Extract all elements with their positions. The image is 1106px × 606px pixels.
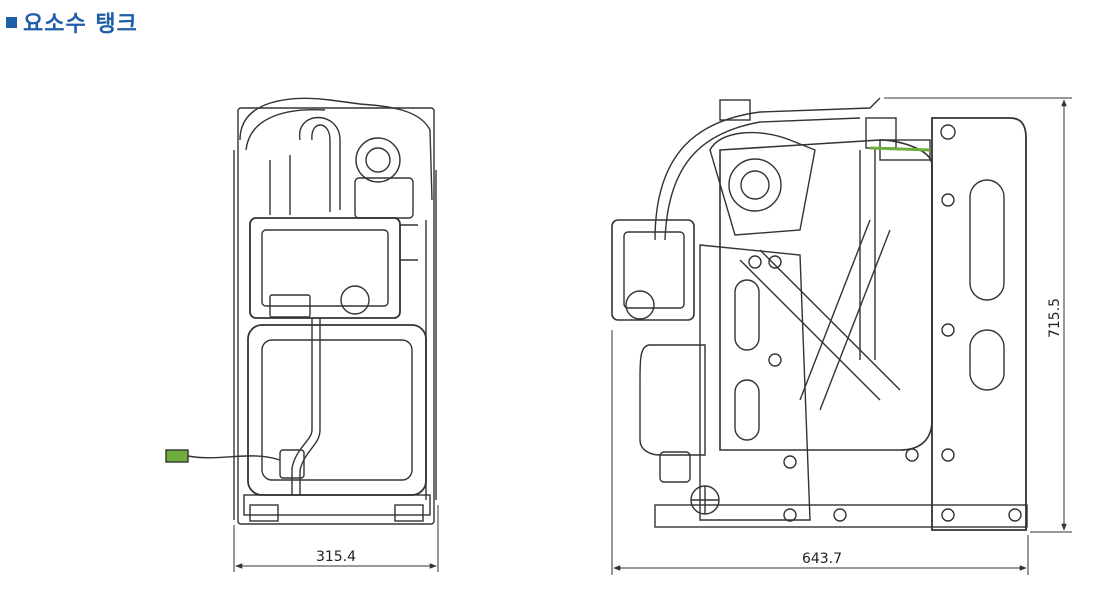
height-label: 715.5 [1047, 298, 1063, 338]
height-dimension [884, 97, 1072, 533]
section-title: 요소수 탱크 [6, 6, 138, 38]
side-width-dimension [233, 505, 439, 572]
side-width-label: 315.4 [316, 549, 356, 565]
front-width-dimension [611, 330, 1029, 575]
square-bullet-icon [6, 16, 17, 28]
front-view [611, 97, 1028, 531]
section-title-text: 요소수 탱크 [23, 12, 138, 37]
side-view [165, 97, 437, 525]
green-wire [869, 146, 931, 152]
front-width-label: 643.7 [802, 551, 842, 567]
